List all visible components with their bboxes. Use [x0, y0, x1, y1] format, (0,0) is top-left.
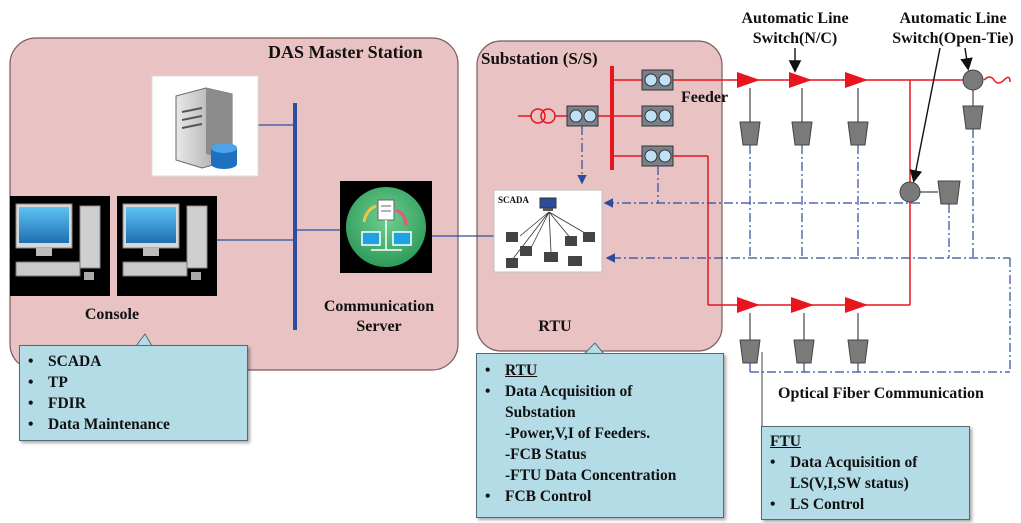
scada-rtu-network: SCADA — [493, 189, 603, 273]
master-callout: SCADA TP FDIR Data Maintenance — [19, 345, 248, 441]
ftu-2-icon — [791, 121, 813, 146]
ftu-callout-item-2: LS Control — [762, 494, 969, 515]
ftu-3-icon — [847, 121, 869, 146]
master-callout-item: SCADA — [20, 351, 247, 372]
feeder-label: Feeder — [681, 89, 728, 106]
rtu-label: RTU — [538, 318, 572, 335]
console-pc-left-icon — [10, 196, 110, 296]
comm-server-label-1: Communication — [324, 298, 434, 315]
line-switch-3-icon — [845, 72, 868, 88]
ftu-7-icon — [793, 339, 815, 364]
switch-open-label-1: Automatic Line — [899, 10, 1006, 27]
transformer-icon — [530, 108, 546, 124]
ftu-callout-header: FTU — [770, 433, 801, 450]
rtu-callout-sub-item: -Power,V,I of Feeders. — [505, 425, 651, 442]
rtu-callout-sub-item: -FTU Data Concentration — [505, 467, 677, 484]
rtu-callout-item-1b: Substation — [505, 404, 576, 421]
rtu-callout-sub-item: -FCB Status — [505, 446, 587, 463]
line-switch-2-icon — [789, 72, 812, 88]
switch-open-label-2: Switch(Open-Tie) — [892, 30, 1013, 47]
substation-title: Substation (S/S) — [481, 49, 598, 68]
switch-open-pointer-2 — [909, 47, 941, 183]
switch-nc-label-1: Automatic Line — [741, 10, 848, 27]
breaker-feeder-2-icon — [641, 105, 674, 127]
ftu-units — [739, 105, 984, 364]
master-callout-item: Data Maintenance — [20, 414, 247, 435]
rtu-callout-header: RTU — [505, 362, 538, 379]
optical-fiber-label: Optical Fiber Communication — [778, 385, 984, 402]
rtu-callout: RTU Data Acquisition of Substation -Powe… — [476, 353, 724, 518]
substation-power — [518, 66, 642, 170]
feeder-lines — [673, 76, 1011, 306]
ftu-8-icon — [847, 339, 869, 364]
switch-open-pointer-1 — [960, 47, 973, 71]
master-callout-item: FDIR — [20, 393, 247, 414]
ftu-1-icon — [739, 121, 761, 146]
comm-server-label-2: Server — [356, 318, 401, 335]
line-switch-6-icon — [845, 297, 868, 313]
ftu-callout: FTU Data Acquisition of LS(V,I,SW status… — [761, 426, 970, 520]
breaker-incoming-icon — [566, 105, 599, 127]
breaker-feeder-1-icon — [641, 69, 674, 91]
line-switch-4-icon — [737, 297, 760, 313]
console-pc-right-icon — [117, 196, 217, 296]
optical-fiber-links — [604, 129, 1011, 373]
ftu-callout-item-1a: Data Acquisition of — [762, 452, 969, 473]
open-tie-switch-top-icon — [962, 69, 984, 91]
master-station-title: DAS Master Station — [268, 42, 423, 62]
communication-server-icon — [340, 181, 432, 273]
scada-label: SCADA — [498, 195, 530, 205]
breaker-feeder-3-icon — [641, 145, 674, 167]
ftu-callout-item-1b: LS(V,I,SW status) — [790, 475, 909, 492]
line-switch-5-icon — [791, 297, 814, 313]
ftu-4-icon — [962, 105, 984, 130]
rtu-callout-item-1a: Data Acquisition of — [477, 381, 723, 402]
database-server-icon — [151, 75, 259, 177]
ftu-5-icon — [937, 180, 961, 205]
open-tie-switch-mid-icon — [899, 181, 921, 203]
console-label: Console — [85, 306, 139, 323]
switch-nc-label-2: Switch(N/C) — [753, 30, 837, 47]
ftu-6-icon — [739, 339, 761, 364]
master-callout-item: TP — [20, 372, 247, 393]
line-switch-1-icon — [737, 72, 760, 88]
rtu-callout-item-2: FCB Control — [477, 486, 723, 507]
